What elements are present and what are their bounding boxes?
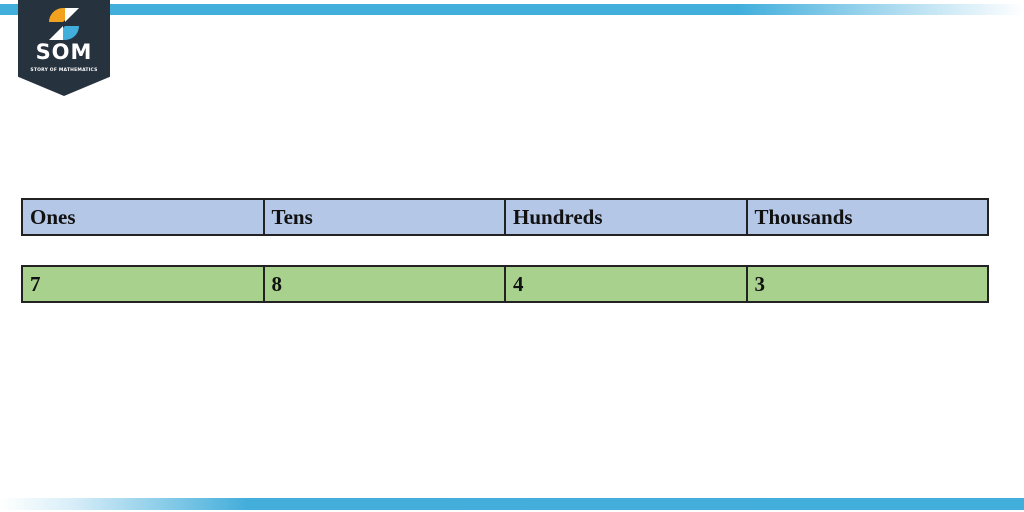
logo-text: SOM [35, 40, 93, 64]
header-thousands: Thousands [745, 200, 988, 234]
header-hundreds: Hundreds [504, 200, 746, 234]
value-tens: 8 [262, 267, 505, 301]
value-ones: 7 [30, 271, 41, 296]
place-value-digit-row: 7 8 4 3 [21, 265, 989, 303]
bottom-accent-bar [0, 498, 1024, 510]
place-value-header-row: Ones Tens Hundreds Thousands [21, 198, 989, 236]
logo-subtitle: STORY OF MATHEMATICS [30, 68, 98, 73]
value-hundreds: 4 [504, 267, 746, 301]
value-thousands: 3 [745, 267, 988, 301]
header-ones: Ones [30, 204, 76, 229]
som-emblem-icon [49, 8, 79, 40]
header-tens: Tens [262, 200, 505, 234]
top-accent-bar [0, 4, 1024, 15]
som-logo: SOM STORY OF MATHEMATICS [18, 0, 110, 96]
